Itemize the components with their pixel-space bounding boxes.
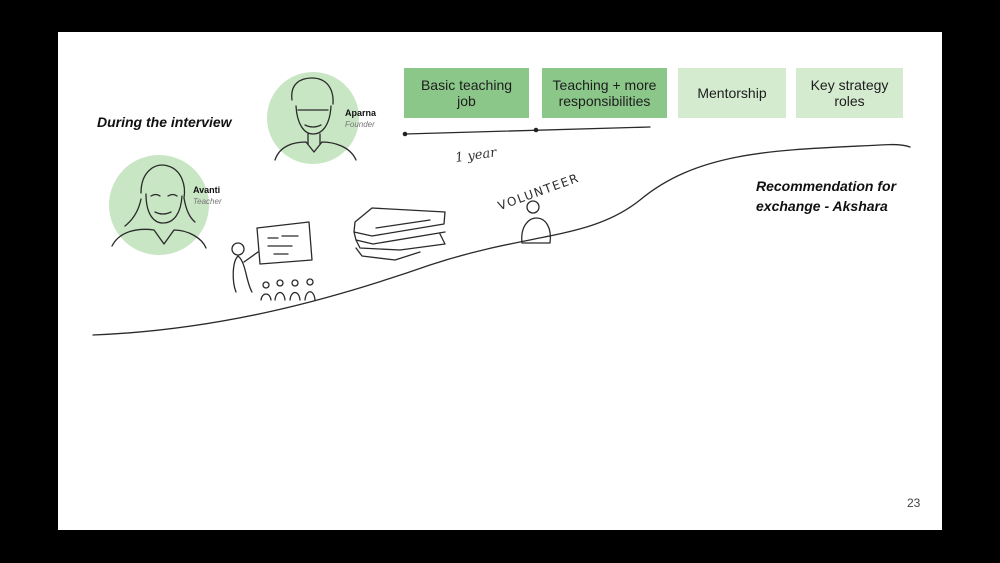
volunteer-figure-icon	[521, 200, 552, 244]
students-icon	[260, 278, 316, 301]
avatar-circle-avanti	[109, 155, 209, 255]
heading-during-interview: During the interview	[97, 114, 232, 130]
recommendation-line2: exchange - Akshara	[756, 198, 888, 214]
stage-line2: job	[457, 93, 476, 109]
person-name-avanti: Avanti	[193, 185, 221, 195]
stage-line2: responsibilities	[558, 93, 651, 109]
person-name-aparna: Aparna	[345, 108, 377, 118]
career-curve	[92, 143, 911, 336]
page-number: 23	[907, 496, 921, 510]
recommendation-text: Recommendation for exchange - Akshara	[756, 176, 896, 216]
avanti-sketch-icon	[111, 164, 207, 249]
timeline-line	[404, 126, 651, 135]
aparna-sketch-icon	[274, 77, 357, 161]
timeline-label: 1 year	[454, 145, 498, 166]
stage-mentorship: Mentorship	[678, 68, 786, 118]
person-role-avanti: Teacher	[193, 197, 222, 206]
stage-line2: roles	[834, 93, 865, 109]
stage-line1: Key strategy	[810, 77, 889, 93]
stage-line1: Mentorship	[697, 85, 767, 101]
stage-line1: Basic teaching	[420, 77, 513, 93]
person-role-aparna: Founder	[345, 120, 375, 129]
teacher-board-icon	[231, 221, 313, 293]
books-icon	[353, 207, 446, 261]
timeline-start-dot	[402, 131, 408, 137]
stage-line1: Teaching + more	[552, 77, 657, 93]
timeline-mid-dot	[533, 127, 539, 133]
recommendation-line1: Recommendation for	[756, 178, 897, 194]
